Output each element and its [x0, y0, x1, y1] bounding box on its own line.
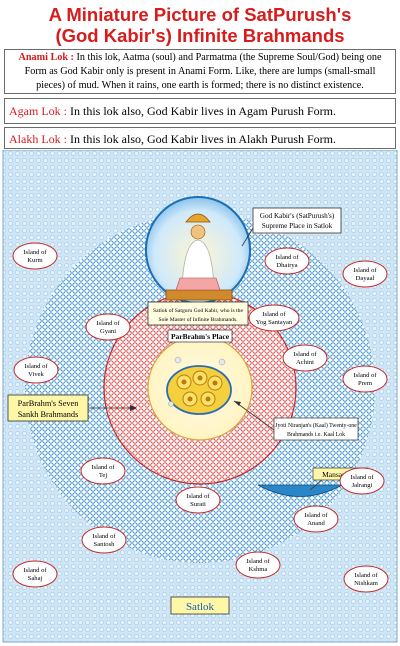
svg-text:Yog Santayan: Yog Santayan: [256, 319, 293, 326]
anami-lok-box: Anami Lok : In this lok, Aatma (soul) an…: [4, 49, 396, 94]
svg-text:Island of: Island of: [96, 320, 120, 327]
supreme-place-dome: [145, 196, 251, 304]
title-line-1: A Miniature Picture of SatPurush's: [48, 4, 352, 25]
svg-text:Kurm: Kurm: [27, 257, 43, 264]
svg-text:Surati: Surati: [190, 501, 206, 508]
svg-text:Island of: Island of: [186, 493, 210, 500]
island-prem: Island of Prem: [342, 365, 388, 393]
island-yog-santayan: Island of Yog Santayan: [248, 304, 300, 332]
svg-text:Tej: Tej: [99, 472, 107, 479]
island-anand: Island of Anand: [293, 505, 339, 533]
svg-text:Island of: Island of: [24, 363, 48, 370]
svg-text:Island of: Island of: [293, 351, 317, 358]
svg-text:Island of: Island of: [304, 512, 328, 519]
island-achint: Island of Achint: [282, 344, 328, 372]
page-title: A Miniature Picture of SatPurush's (God …: [0, 4, 400, 46]
alakh-lok-name: Alakh Lok :: [9, 132, 67, 146]
svg-text:Island of: Island of: [246, 558, 270, 565]
parbrahm-place-label: ParBrahm's Place: [171, 332, 230, 341]
jyoti-caption-line-2: Brahmands i.e. Kaal Lok: [287, 432, 345, 438]
svg-text:Gyani: Gyani: [100, 328, 116, 335]
brahmand-cluster: [176, 370, 223, 407]
svg-text:Dhairya: Dhairya: [276, 262, 297, 269]
svg-text:Prem: Prem: [358, 380, 373, 387]
island-dhairya: Island of Dhairya: [264, 247, 310, 275]
island-dayaal: Island of Dayaal: [342, 260, 388, 288]
mansarover-label: Mansarover: [322, 470, 358, 479]
svg-text:Island of: Island of: [23, 567, 47, 574]
island-sahaj: Island of Sahaj: [12, 560, 58, 588]
svg-text:Island of: Island of: [275, 254, 299, 261]
svg-text:Dayaal: Dayaal: [356, 275, 375, 282]
svg-text:Nishkam: Nishkam: [354, 580, 379, 587]
title-line-2: (God Kabir's) Infinite Brahmands: [55, 25, 345, 46]
island-nishkam: Island of Nishkam: [343, 565, 389, 593]
supreme-place-line-1: God Kabir's (SatPurush's): [260, 212, 335, 220]
svg-text:Achint: Achint: [296, 359, 314, 366]
island-tej: Island of Tej: [80, 457, 126, 485]
svg-text:Island of: Island of: [350, 474, 374, 481]
svg-text:Island of: Island of: [23, 249, 47, 256]
svg-text:Santosh: Santosh: [94, 541, 116, 548]
mansarover-lake: [257, 484, 343, 497]
island-surati: Island of Surati: [175, 486, 221, 514]
agam-lok-name: Agam Lok :: [9, 104, 67, 118]
svg-text:Island of: Island of: [354, 572, 378, 579]
satguru-caption-line-2: Sole Master of Infinite Brahmands.: [158, 316, 238, 323]
satguru-caption-line-1: Satlok of Satguru God Kabir, who is the: [153, 307, 243, 314]
agam-lok-box: Agam Lok : In this lok also, God Kabir l…: [4, 98, 396, 124]
svg-text:Island of: Island of: [91, 464, 115, 471]
alakh-lok-text: In this lok also, God Kabir lives in Ala…: [70, 132, 336, 146]
island-kshma: Island of Kshma: [235, 551, 281, 579]
svg-text:Jalrangi: Jalrangi: [352, 482, 373, 489]
satlok-diagram: God Kabir's (SatPurush's) Supreme Place …: [2, 150, 398, 643]
islands: Island of Kurm Island of Dhairya Island …: [12, 242, 389, 593]
svg-text:Anand: Anand: [307, 520, 325, 527]
svg-text:Kshma: Kshma: [249, 566, 268, 573]
svg-text:Island of: Island of: [353, 267, 377, 274]
svg-text:Sahaj: Sahaj: [28, 575, 43, 582]
island-kurm: Island of Kurm: [12, 242, 58, 270]
anami-lok-name: Anami Lok :: [18, 52, 74, 63]
supreme-place-line-2: Supreme Place in Satlok: [262, 222, 333, 230]
island-gyani: Island of Gyani: [85, 313, 131, 341]
satlok-label: Satlok: [186, 601, 215, 613]
agam-lok-text: In this lok also, God Kabir lives in Aga…: [70, 104, 336, 118]
jyoti-caption-line-1: Jyoti Niranjan's (Kaal) Twenty-one: [275, 422, 357, 429]
seven-sankh-line-1: ParBrahm's Seven: [18, 399, 80, 408]
svg-text:Vivek: Vivek: [28, 371, 44, 378]
svg-text:Island of: Island of: [353, 372, 377, 379]
svg-text:Island of: Island of: [262, 311, 286, 318]
island-vivek: Island of Vivek: [13, 356, 59, 384]
island-jalrangi: Island of Jalrangi: [339, 467, 385, 495]
svg-text:Island of: Island of: [92, 533, 116, 540]
anami-lok-text: In this lok, Aatma (soul) and Parmatma (…: [24, 52, 382, 91]
alakh-lok-box: Alakh Lok : In this lok also, God Kabir …: [4, 127, 396, 149]
island-santosh: Island of Santosh: [81, 526, 127, 554]
seven-sankh-line-2: Sankh Brahmands: [18, 410, 79, 419]
